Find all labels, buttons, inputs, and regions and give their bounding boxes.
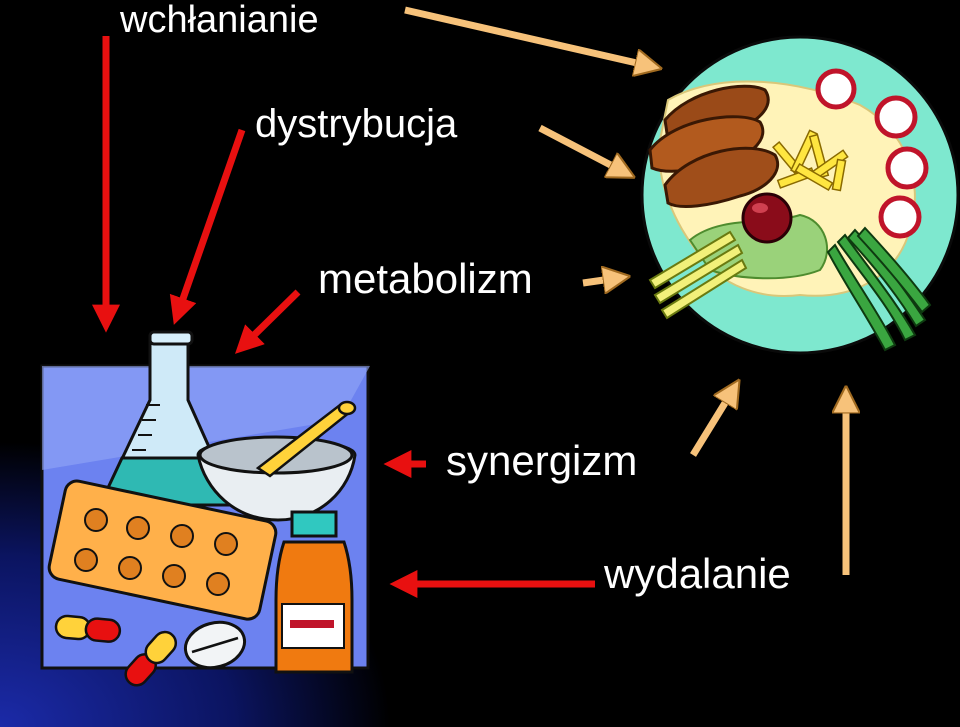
fries-icon — [772, 129, 849, 192]
food-plate-icon — [640, 35, 960, 355]
label-synergism: synergizm — [446, 437, 638, 484]
yellow-beans-icon — [648, 230, 748, 320]
red-arrows — [92, 36, 595, 598]
arrow-metabolism-to-drugs — [235, 289, 301, 354]
arrow-absorption-to-food — [404, 6, 650, 66]
medicine-bottle-icon — [274, 510, 354, 674]
label-absorption: wchłanianie — [120, 0, 319, 41]
capsule-icon — [54, 614, 178, 687]
tablet-icon — [183, 620, 247, 670]
arrow-distribution-to-drugs — [169, 128, 246, 325]
tan-arrows — [404, 6, 846, 575]
label-metabolism: metabolizm — [318, 255, 533, 302]
medicines-icon — [40, 330, 370, 687]
arrow-distribution-to-food — [538, 124, 624, 172]
green-beans-icon — [826, 226, 932, 352]
arrow-synergism-to-food — [690, 390, 733, 457]
mortar-pestle-icon — [196, 400, 357, 522]
blister-pack-icon — [47, 479, 278, 621]
label-excretion: wydalanie — [604, 550, 791, 597]
label-distribution: dystrybucja — [255, 102, 458, 146]
sausage-icon — [648, 84, 779, 209]
radish-icon — [815, 68, 929, 239]
arrow-metabolism-to-food — [582, 278, 618, 283]
